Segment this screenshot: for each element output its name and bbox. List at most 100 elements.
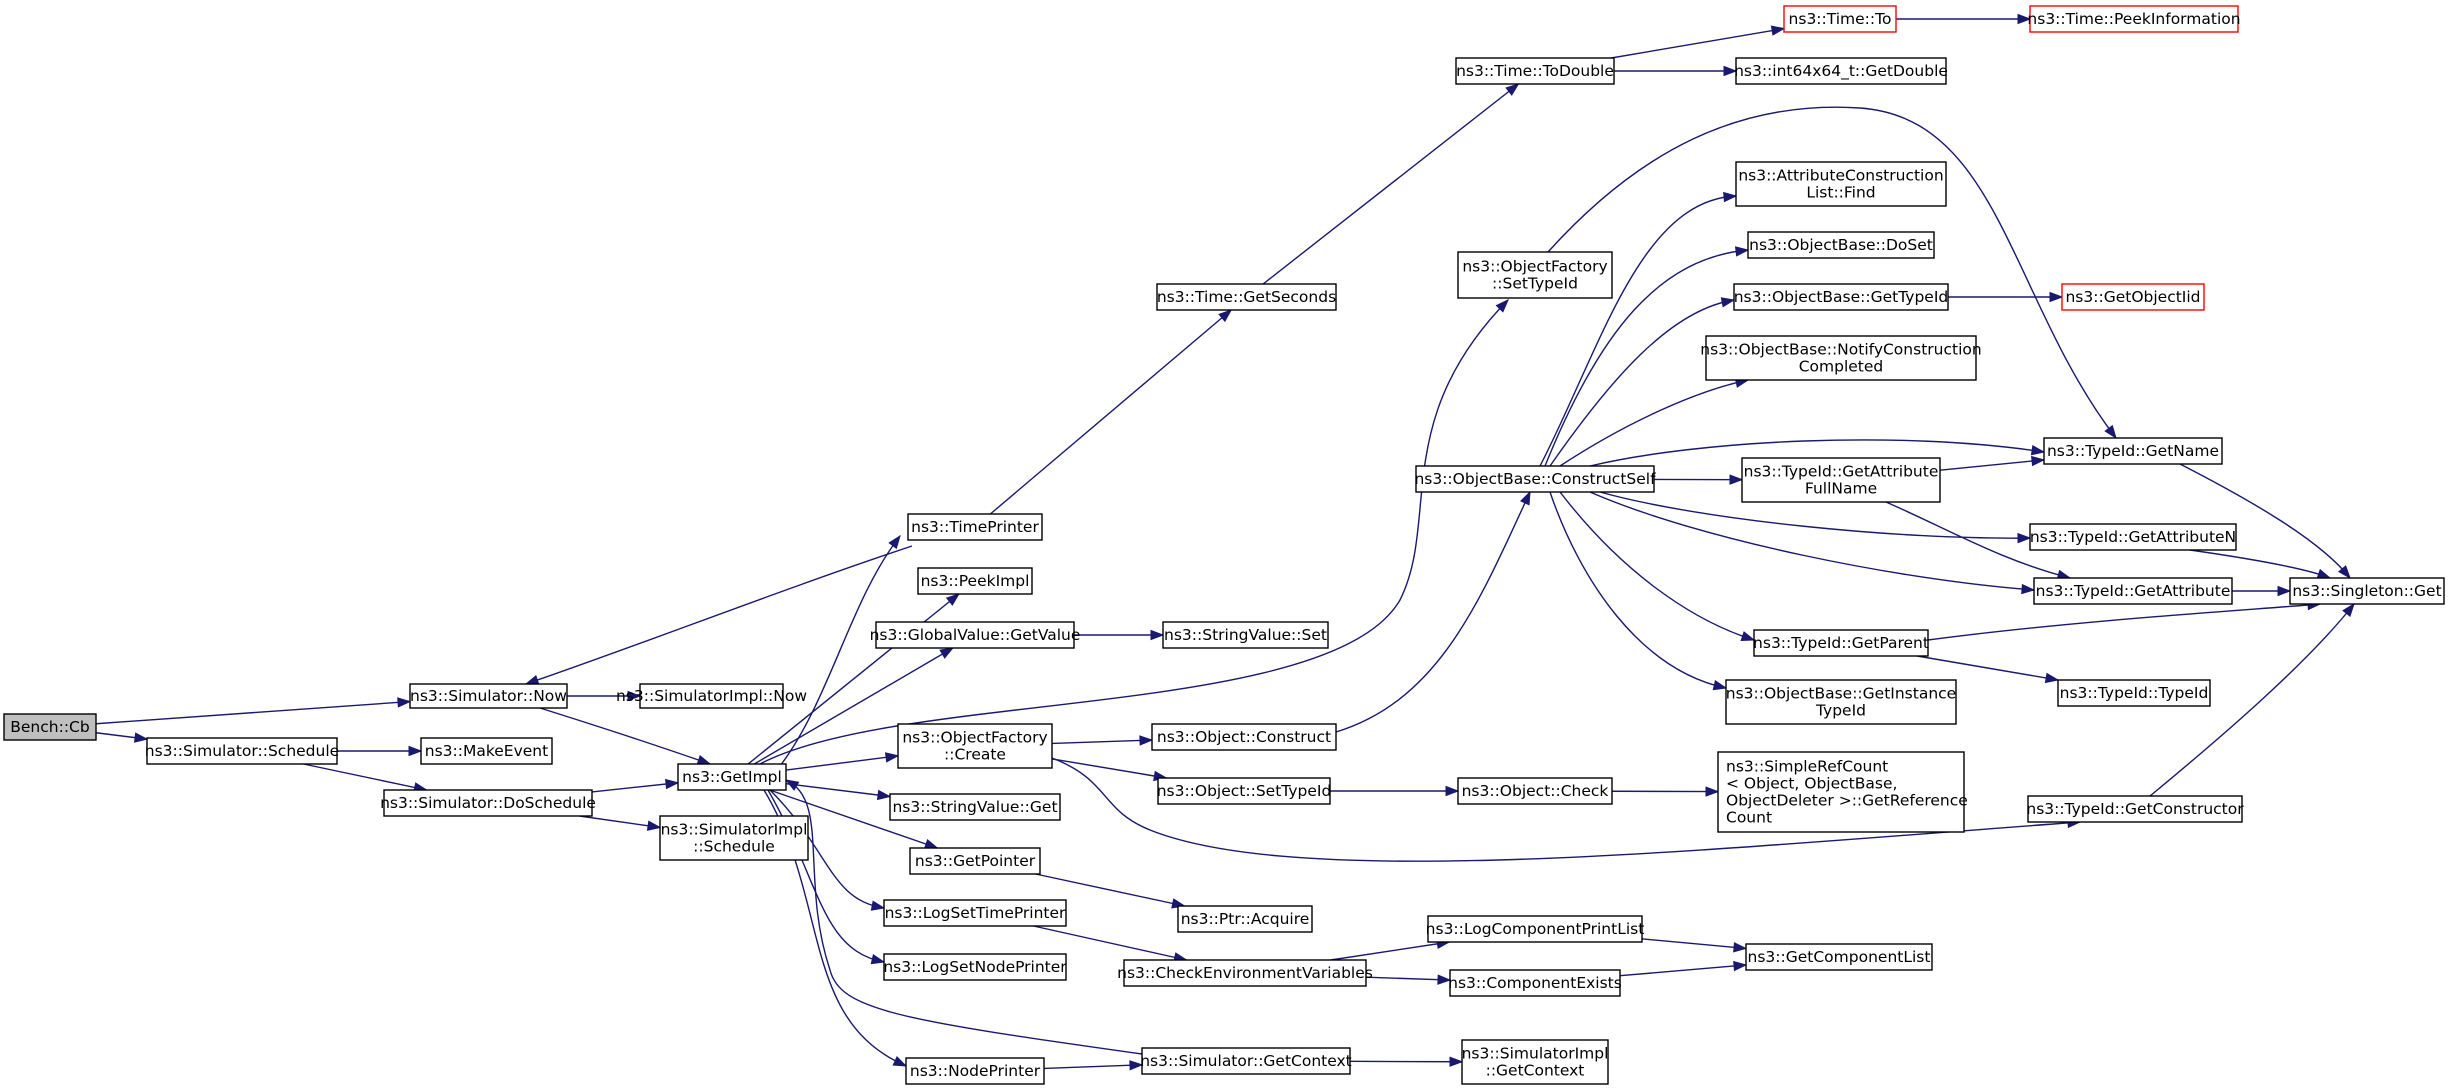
- node-tid-typeid[interactable]: ns3::TypeId::TypeId: [2057, 679, 2211, 707]
- node-simimpl-now[interactable]: ns3::SimulatorImpl::Now: [616, 683, 807, 709]
- node-label: Count: [1726, 809, 1772, 827]
- node-ob-notify[interactable]: ns3::ObjectBase::NotifyConstructionCompl…: [1700, 335, 1982, 381]
- node-singleton-get[interactable]: ns3::Singleton::Get: [2289, 577, 2445, 605]
- node-ob-doset[interactable]: ns3::ObjectBase::DoSet: [1747, 231, 1935, 259]
- edge-check_env-to-comp_exists: [1365, 974, 1452, 985]
- edge-arrowhead: [646, 820, 662, 831]
- edge-obj_check-to-simplerefcount: [1611, 786, 1720, 797]
- node-of-settypeid[interactable]: ns3::ObjectFactory::SetTypeId: [1457, 251, 1613, 299]
- node-tid-getattributen[interactable]: ns3::TypeId::GetAttributeN: [2029, 523, 2237, 551]
- node-sim-now[interactable]: ns3::Simulator::Now: [409, 683, 568, 709]
- node-box: [383, 789, 593, 817]
- edge-line: [1033, 925, 1187, 961]
- node-time-peekinfo[interactable]: ns3::Time::PeekInformation: [2027, 5, 2241, 33]
- node-label: ns3::Time::To: [1789, 10, 1892, 28]
- edge-arrowhead: [888, 534, 901, 550]
- node-log-set-time-printer[interactable]: ns3::LogSetTimePrinter: [883, 899, 1067, 927]
- node-time-todouble[interactable]: ns3::Time::ToDouble: [1455, 57, 1615, 85]
- edge-arrowhead: [1723, 65, 1738, 77]
- edge-of_create-to-obj_construct: [1051, 735, 1154, 746]
- node-label: ns3::Simulator::DoSchedule: [380, 794, 596, 812]
- node-tid-getname[interactable]: ns3::TypeId::GetName: [2043, 437, 2223, 465]
- node-int64-getdouble[interactable]: ns3::int64x64_t::GetDouble: [1734, 57, 1948, 85]
- node-box: [1151, 723, 1337, 751]
- edge-line: [591, 782, 679, 793]
- edge-line: [753, 647, 954, 765]
- node-label: ns3::PeekImpl: [921, 572, 1030, 590]
- edge-time_printer-to-sim_now: [524, 545, 913, 685]
- node-box: [420, 737, 553, 765]
- edge-sim_doschedule-to-simimpl_schedule: [579, 815, 662, 831]
- edge-line: [1939, 459, 2045, 471]
- node-node-printer[interactable]: ns3::NodePrinter: [905, 1057, 1045, 1085]
- node-box: [1753, 629, 1929, 657]
- nodes-layer: Bench::Cbns3::Simulator::Nowns3::Simulat…: [3, 5, 2445, 1085]
- node-label: ns3::Time::PeekInformation: [2027, 10, 2240, 28]
- node-ptr-acquire[interactable]: ns3::Ptr::Acquire: [1177, 905, 1313, 933]
- edge-arrowhead: [1770, 25, 1786, 36]
- node-log-set-node-printer[interactable]: ns3::LogSetNodePrinter: [883, 953, 1067, 981]
- edge-ob_constructself-to-tid_getparent: [1559, 491, 1756, 642]
- node-label: ns3::Object::SetTypeId: [1157, 782, 1332, 800]
- node-box: [2057, 679, 2211, 707]
- node-get-component-list[interactable]: ns3::GetComponentList: [1745, 943, 1933, 971]
- node-box: [2029, 523, 2237, 551]
- node-label: ns3::GetComponentList: [1748, 948, 1931, 966]
- edge-line: [1051, 739, 1153, 745]
- node-get-pointer[interactable]: ns3::GetPointer: [909, 847, 1041, 875]
- node-sim-schedule[interactable]: ns3::Simulator::Schedule: [145, 737, 339, 765]
- node-label: ns3::Simulator::Schedule: [145, 742, 339, 760]
- node-ob-constructself[interactable]: ns3::ObjectBase::ConstructSelf: [1414, 465, 1656, 493]
- node-sim-getcontext[interactable]: ns3::Simulator::GetContext: [1140, 1047, 1352, 1075]
- node-comp-exists[interactable]: ns3::ComponentExists: [1448, 969, 1622, 997]
- node-obj-settypeid[interactable]: ns3::Object::SetTypeId: [1157, 777, 1332, 805]
- node-check-env[interactable]: ns3::CheckEnvironmentVariables: [1117, 959, 1373, 987]
- node-box: [1123, 959, 1367, 987]
- node-sim-doschedule[interactable]: ns3::Simulator::DoSchedule: [380, 789, 596, 817]
- node-tid-getattribute[interactable]: ns3::TypeId::GetAttribute: [2033, 577, 2233, 605]
- node-gv-getvalue[interactable]: ns3::GlobalValue::GetValue: [870, 621, 1081, 649]
- edge-line: [2189, 549, 2331, 579]
- node-peek-impl[interactable]: ns3::PeekImpl: [917, 567, 1033, 595]
- edge-arrowhead: [2017, 532, 2032, 544]
- node-ob-gettypeid[interactable]: ns3::ObjectBase::GetTypeId: [1733, 283, 1949, 311]
- edge-arrowhead: [2017, 13, 2032, 25]
- node-log-comp-printlist[interactable]: ns3::LogComponentPrintList: [1426, 915, 1645, 943]
- edge-ob_constructself-to-ob_notify: [1559, 377, 1750, 467]
- node-label: ns3::TypeId::GetAttribute: [1744, 463, 1939, 481]
- node-get-impl[interactable]: ns3::GetImpl: [677, 763, 787, 791]
- node-bench-cb[interactable]: Bench::Cb: [3, 713, 97, 741]
- node-tid-getparent[interactable]: ns3::TypeId::GetParent: [1753, 629, 1929, 657]
- node-of-create[interactable]: ns3::ObjectFactory::Create: [897, 723, 1053, 769]
- edge-ob_constructself-to-tid_getname: [1589, 439, 2046, 467]
- node-tid-getconstructor[interactable]: ns3::TypeId::GetConstructor: [2026, 795, 2244, 823]
- node-simimpl-getcontext[interactable]: ns3::SimulatorImpl::GetContext: [1461, 1039, 1609, 1085]
- node-obj-construct[interactable]: ns3::Object::Construct: [1151, 723, 1337, 751]
- node-obj-check[interactable]: ns3::Object::Check: [1457, 777, 1613, 805]
- node-make-event[interactable]: ns3::MakeEvent: [420, 737, 553, 765]
- node-label: ns3::Singleton::Get: [2292, 582, 2441, 600]
- node-box: [2027, 795, 2243, 823]
- node-sv-set[interactable]: ns3::StringValue::Set: [1162, 621, 1329, 649]
- node-label: TypeId: [1815, 702, 1866, 720]
- edge-line: [785, 782, 891, 798]
- node-box: [1783, 5, 1897, 33]
- node-label: ns3::Simulator::GetContext: [1140, 1052, 1352, 1070]
- node-time-to[interactable]: ns3::Time::To: [1783, 5, 1897, 33]
- node-label: ::GetContext: [1486, 1062, 1585, 1080]
- edge-line: [1927, 603, 2321, 641]
- node-simimpl-schedule[interactable]: ns3::SimulatorImpl::Schedule: [659, 815, 809, 861]
- node-simplerefcount[interactable]: ns3::SimpleRefCount< Object, ObjectBase,…: [1717, 751, 1968, 833]
- edge-arrowhead: [870, 900, 886, 911]
- node-time-printer[interactable]: ns3::TimePrinter: [907, 513, 1043, 541]
- node-time-getseconds[interactable]: ns3::Time::GetSeconds: [1156, 283, 1337, 311]
- node-get-object-iid[interactable]: ns3::GetObjectIid: [2061, 283, 2205, 311]
- edge-arrowhead: [1505, 83, 1520, 96]
- edge-arrowhead: [524, 674, 540, 685]
- node-sv-get[interactable]: ns3::StringValue::Get: [889, 793, 1061, 821]
- edge-line: [1885, 501, 2071, 579]
- edge-arrowhead: [1520, 490, 1531, 506]
